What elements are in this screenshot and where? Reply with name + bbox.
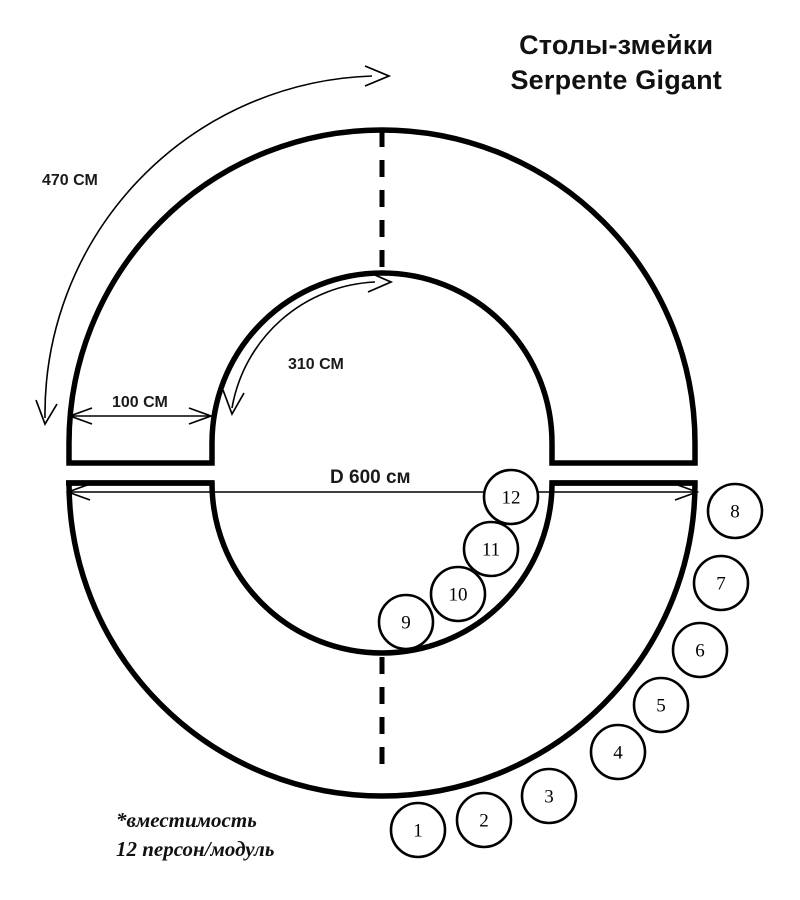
- seat-marker[interactable]: 1: [389, 801, 447, 859]
- label-module-width: 100 СМ: [112, 394, 168, 411]
- seat-marker[interactable]: 2: [455, 791, 513, 849]
- bottom-view-ring-outline: [66, 480, 698, 799]
- module-width-arrowhead-left: [67, 407, 93, 425]
- label-inner-arc-length: 310 СМ: [288, 356, 344, 373]
- seat-number-label: 11: [482, 540, 500, 561]
- seat-marker[interactable]: 5: [632, 676, 690, 734]
- label-diameter: D 600 см: [330, 467, 411, 488]
- drawing-title: Столы-змейки Serpente Gigant: [510, 28, 722, 98]
- seat-number-label: 5: [656, 696, 666, 717]
- seat-number-label: 4: [613, 743, 623, 764]
- seat-number-label: 10: [449, 585, 468, 606]
- seat-number-label: 8: [730, 502, 740, 523]
- outer-arc-dimension-arrow: [44, 75, 373, 419]
- seat-number-label: 2: [479, 811, 489, 832]
- seat-circle[interactable]: [632, 676, 690, 734]
- capacity-caption-line1: *вместимость: [116, 808, 257, 832]
- seat-marker[interactable]: 3: [520, 767, 578, 825]
- seat-circle[interactable]: [706, 482, 764, 540]
- title-line-russian: Столы-змейки: [519, 30, 714, 60]
- capacity-caption: *вместимость 12 персон/модуль: [116, 806, 274, 864]
- seat-marker[interactable]: 6: [671, 621, 729, 679]
- outer-arc-arrowhead-top: [364, 65, 392, 87]
- seat-circle[interactable]: [589, 723, 647, 781]
- seat-circle[interactable]: [429, 565, 487, 623]
- seat-circle[interactable]: [520, 767, 578, 825]
- seat-marker[interactable]: 8: [706, 482, 764, 540]
- seat-number-label: 9: [401, 613, 411, 634]
- module-width-arrowhead-right: [188, 407, 214, 425]
- seat-marker[interactable]: 11: [462, 520, 520, 578]
- seat-marker[interactable]: 9: [377, 593, 435, 651]
- seat-circle[interactable]: [482, 468, 540, 526]
- top-view-ring-outline: [66, 127, 698, 466]
- seat-number-label: 3: [544, 787, 554, 808]
- seat-circle[interactable]: [671, 621, 729, 679]
- capacity-caption-line2: 12 персон/модуль: [116, 836, 275, 861]
- seat-circle[interactable]: [692, 554, 750, 612]
- inner-arc-arrowhead-bottom: [222, 389, 245, 416]
- label-outer-arc-length: 470 СМ: [42, 172, 98, 189]
- seat-number-label: 12: [502, 488, 521, 509]
- seat-marker[interactable]: 12: [482, 468, 540, 526]
- seat-number-label: 6: [695, 641, 705, 662]
- seat-marker[interactable]: 10: [429, 565, 487, 623]
- inner-arc-dimension-arrow: [231, 281, 376, 409]
- seat-marker[interactable]: 7: [692, 554, 750, 612]
- seat-circle[interactable]: [455, 791, 513, 849]
- outer-arc-arrowhead-bottom: [35, 399, 58, 426]
- seat-number-label: 7: [716, 574, 726, 595]
- diameter-arrowhead-left: [65, 483, 91, 501]
- diameter-arrowhead-right: [674, 483, 700, 501]
- inner-arc-arrowhead-top: [367, 271, 394, 293]
- seat-circle[interactable]: [389, 801, 447, 859]
- top-view-group: [35, 65, 698, 466]
- seat-marker[interactable]: 4: [589, 723, 647, 781]
- seat-circle[interactable]: [462, 520, 520, 578]
- title-line-latin: Serpente Gigant: [510, 65, 722, 96]
- seat-number-label: 1: [413, 821, 423, 842]
- seat-circle[interactable]: [377, 593, 435, 651]
